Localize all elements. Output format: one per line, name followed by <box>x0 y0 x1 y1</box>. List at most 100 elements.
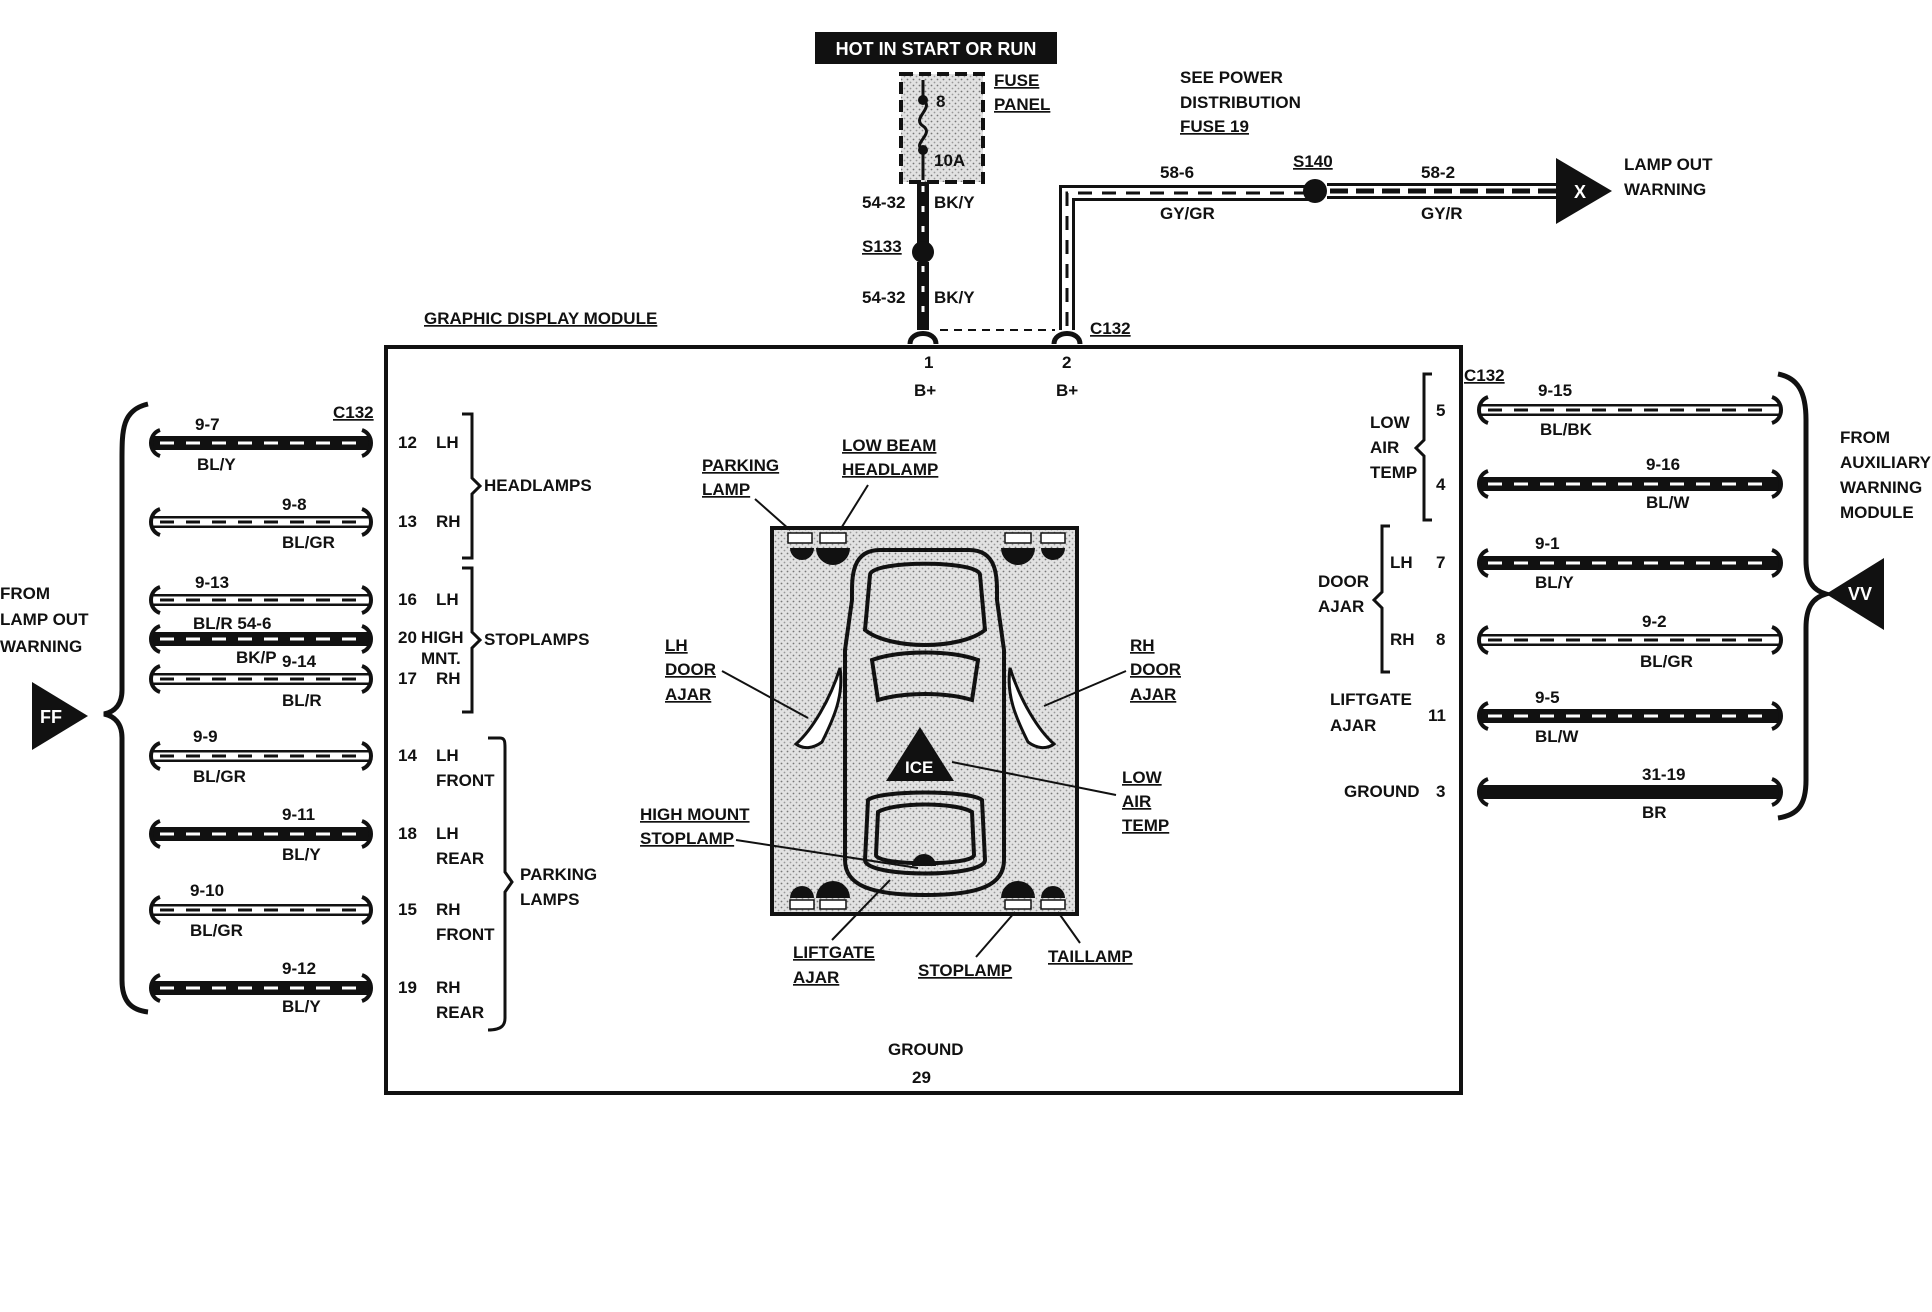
stoplamps-bracket <box>462 566 483 714</box>
stoplamps-label: STOPLAMPS <box>484 630 589 649</box>
right-wire-9-1 <box>1477 548 1783 578</box>
left-wire-9-9 <box>149 741 373 771</box>
right-harness-brace <box>1777 371 1836 821</box>
pin-8-number: 8 <box>1436 630 1445 649</box>
pin-13-number: 13 <box>398 512 417 531</box>
liftgate-leader <box>831 879 891 941</box>
low-air-temp-label-2: AIR <box>1370 438 1399 457</box>
hot-in-start-or-run-box <box>815 32 1057 64</box>
pin-7-side: LH <box>1390 553 1413 572</box>
high-mount-stoplamp-icon <box>912 854 936 866</box>
ice-warning-icon <box>886 727 954 781</box>
wire-58-6-stripe <box>1065 191 1312 326</box>
parking-lamps-label-2: LAMPS <box>520 890 580 909</box>
high-mount-callout-2: STOPLAMP <box>640 829 734 848</box>
door-ajar-bracket <box>1371 524 1390 674</box>
left-wire-9-11-color: BL/Y <box>282 845 321 864</box>
parking-lamp-front-right-icon <box>1040 532 1066 560</box>
connector-x-icon <box>1556 158 1612 224</box>
low-beam-callout-2: HEADLAMP <box>842 460 938 479</box>
liftgate-ajar-label-1: LIFTGATE <box>1330 690 1412 709</box>
connector-vv-label: VV <box>1848 584 1872 604</box>
left-from-line-2: LAMP OUT <box>0 610 89 629</box>
right-wire-9-2 <box>1477 625 1783 655</box>
pin-12-side: LH <box>436 433 459 452</box>
pin-3-number: 3 <box>1436 782 1445 801</box>
parking-lamp-callout-2: LAMP <box>702 480 750 499</box>
module-title: GRAPHIC DISPLAY MODULE <box>424 309 657 328</box>
graphic-display-module-box <box>384 345 1463 1095</box>
right-wire-9-5-color: BL/W <box>1535 727 1579 746</box>
left-wire-9-8 <box>149 507 373 537</box>
hot-in-start-or-run-label: HOT IN START OR RUN <box>836 39 1037 59</box>
left-wire-9-14-color: BL/R <box>282 691 322 710</box>
wire-58-2-circuit: 58-2 <box>1421 163 1455 182</box>
pin-20-side: HIGH <box>421 628 464 647</box>
splice-s140 <box>1303 179 1327 203</box>
right-from-line-3: WARNING <box>1840 478 1922 497</box>
parking-lamp-leader <box>754 498 791 531</box>
left-connector-c132: C132 <box>333 403 374 422</box>
low-air-temp-label-3: TEMP <box>1370 463 1417 482</box>
stoplamp-callout: STOPLAMP <box>918 961 1012 980</box>
low-beam-headlamp-left-icon <box>816 532 850 565</box>
module-ground-label: GROUND <box>888 1040 964 1059</box>
pin-15-side-2: FRONT <box>436 925 495 944</box>
low-beam-callout-1: LOW BEAM <box>842 436 936 455</box>
stoplamp-rear-right-icon <box>1001 881 1035 910</box>
left-wire-9-10 <box>149 895 373 925</box>
pin-8-side: RH <box>1390 630 1415 649</box>
rh-door-callout-1: RH <box>1130 636 1155 655</box>
right-from-line-2: AUXILIARY <box>1840 453 1932 472</box>
low-air-temp-bracket <box>1413 372 1432 522</box>
right-from-line-1: FROM <box>1840 428 1890 447</box>
module-ground-pin: 29 <box>912 1068 931 1087</box>
pin-20-side-2: MNT. <box>421 649 461 668</box>
pin-17-number: 17 <box>398 669 417 688</box>
pin-2-connector-icon <box>1051 331 1083 345</box>
right-wire-9-5-circuit: 9-5 <box>1535 688 1560 707</box>
left-harness-brace <box>103 401 149 1015</box>
left-wire-9-8-circuit: 9-8 <box>282 495 307 514</box>
right-wire-9-15-color: BL/BK <box>1540 420 1593 439</box>
wire-54-32-upper-circuit: 54-32 <box>862 193 905 212</box>
pin-19-side: RH <box>436 978 461 997</box>
pin-16-side: LH <box>436 590 459 609</box>
lh-door-ajar-icon <box>793 667 843 750</box>
pin-5-number: 5 <box>1436 401 1445 420</box>
connector-vv-icon <box>1826 558 1884 630</box>
right-wire-31-19 <box>1477 777 1783 807</box>
splice-s133 <box>912 241 934 263</box>
left-wire-9-9-circuit: 9-9 <box>193 727 218 746</box>
rh-door-leader <box>1043 670 1127 707</box>
left-wire-9-13 <box>149 585 373 615</box>
pin-15-side: RH <box>436 900 461 919</box>
door-ajar-label-1: DOOR <box>1318 572 1369 591</box>
connector-ff-icon <box>32 682 88 750</box>
low-air-temp-callout-2: AIR <box>1122 792 1151 811</box>
right-wire-9-16 <box>1477 469 1783 499</box>
left-from-line-3: WARNING <box>0 637 82 656</box>
pin-2-label: B+ <box>1056 381 1078 400</box>
right-wire-9-1-circuit: 9-1 <box>1535 534 1560 553</box>
left-wire-9-14 <box>149 664 373 694</box>
pin-14-side: LH <box>436 746 459 765</box>
right-wire-9-15-circuit: 9-15 <box>1538 381 1572 400</box>
splice-s140-label: S140 <box>1293 152 1333 171</box>
parking-lamp-callout-1: PARKING <box>702 456 779 475</box>
fuse-number: 8 <box>936 92 945 111</box>
door-ajar-label-2: AJAR <box>1318 597 1364 616</box>
pin-20-number: 20 <box>398 628 417 647</box>
left-wire-9-9-color: BL/GR <box>193 767 246 786</box>
left-wire-9-12-color: BL/Y <box>282 997 321 1016</box>
pin-19-number: 19 <box>398 978 417 997</box>
left-wire-9-10-color: BL/GR <box>190 921 243 940</box>
pin-11-number: 11 <box>1428 706 1446 725</box>
liftgate-ajar-label-2: AJAR <box>1330 716 1376 735</box>
pin-14-side-2: FRONT <box>436 771 495 790</box>
left-wire-9-7 <box>149 428 373 458</box>
low-beam-headlamp-right-icon <box>1001 532 1035 565</box>
fuse-element-icon <box>918 80 928 180</box>
taillamp-leader <box>1057 911 1081 944</box>
